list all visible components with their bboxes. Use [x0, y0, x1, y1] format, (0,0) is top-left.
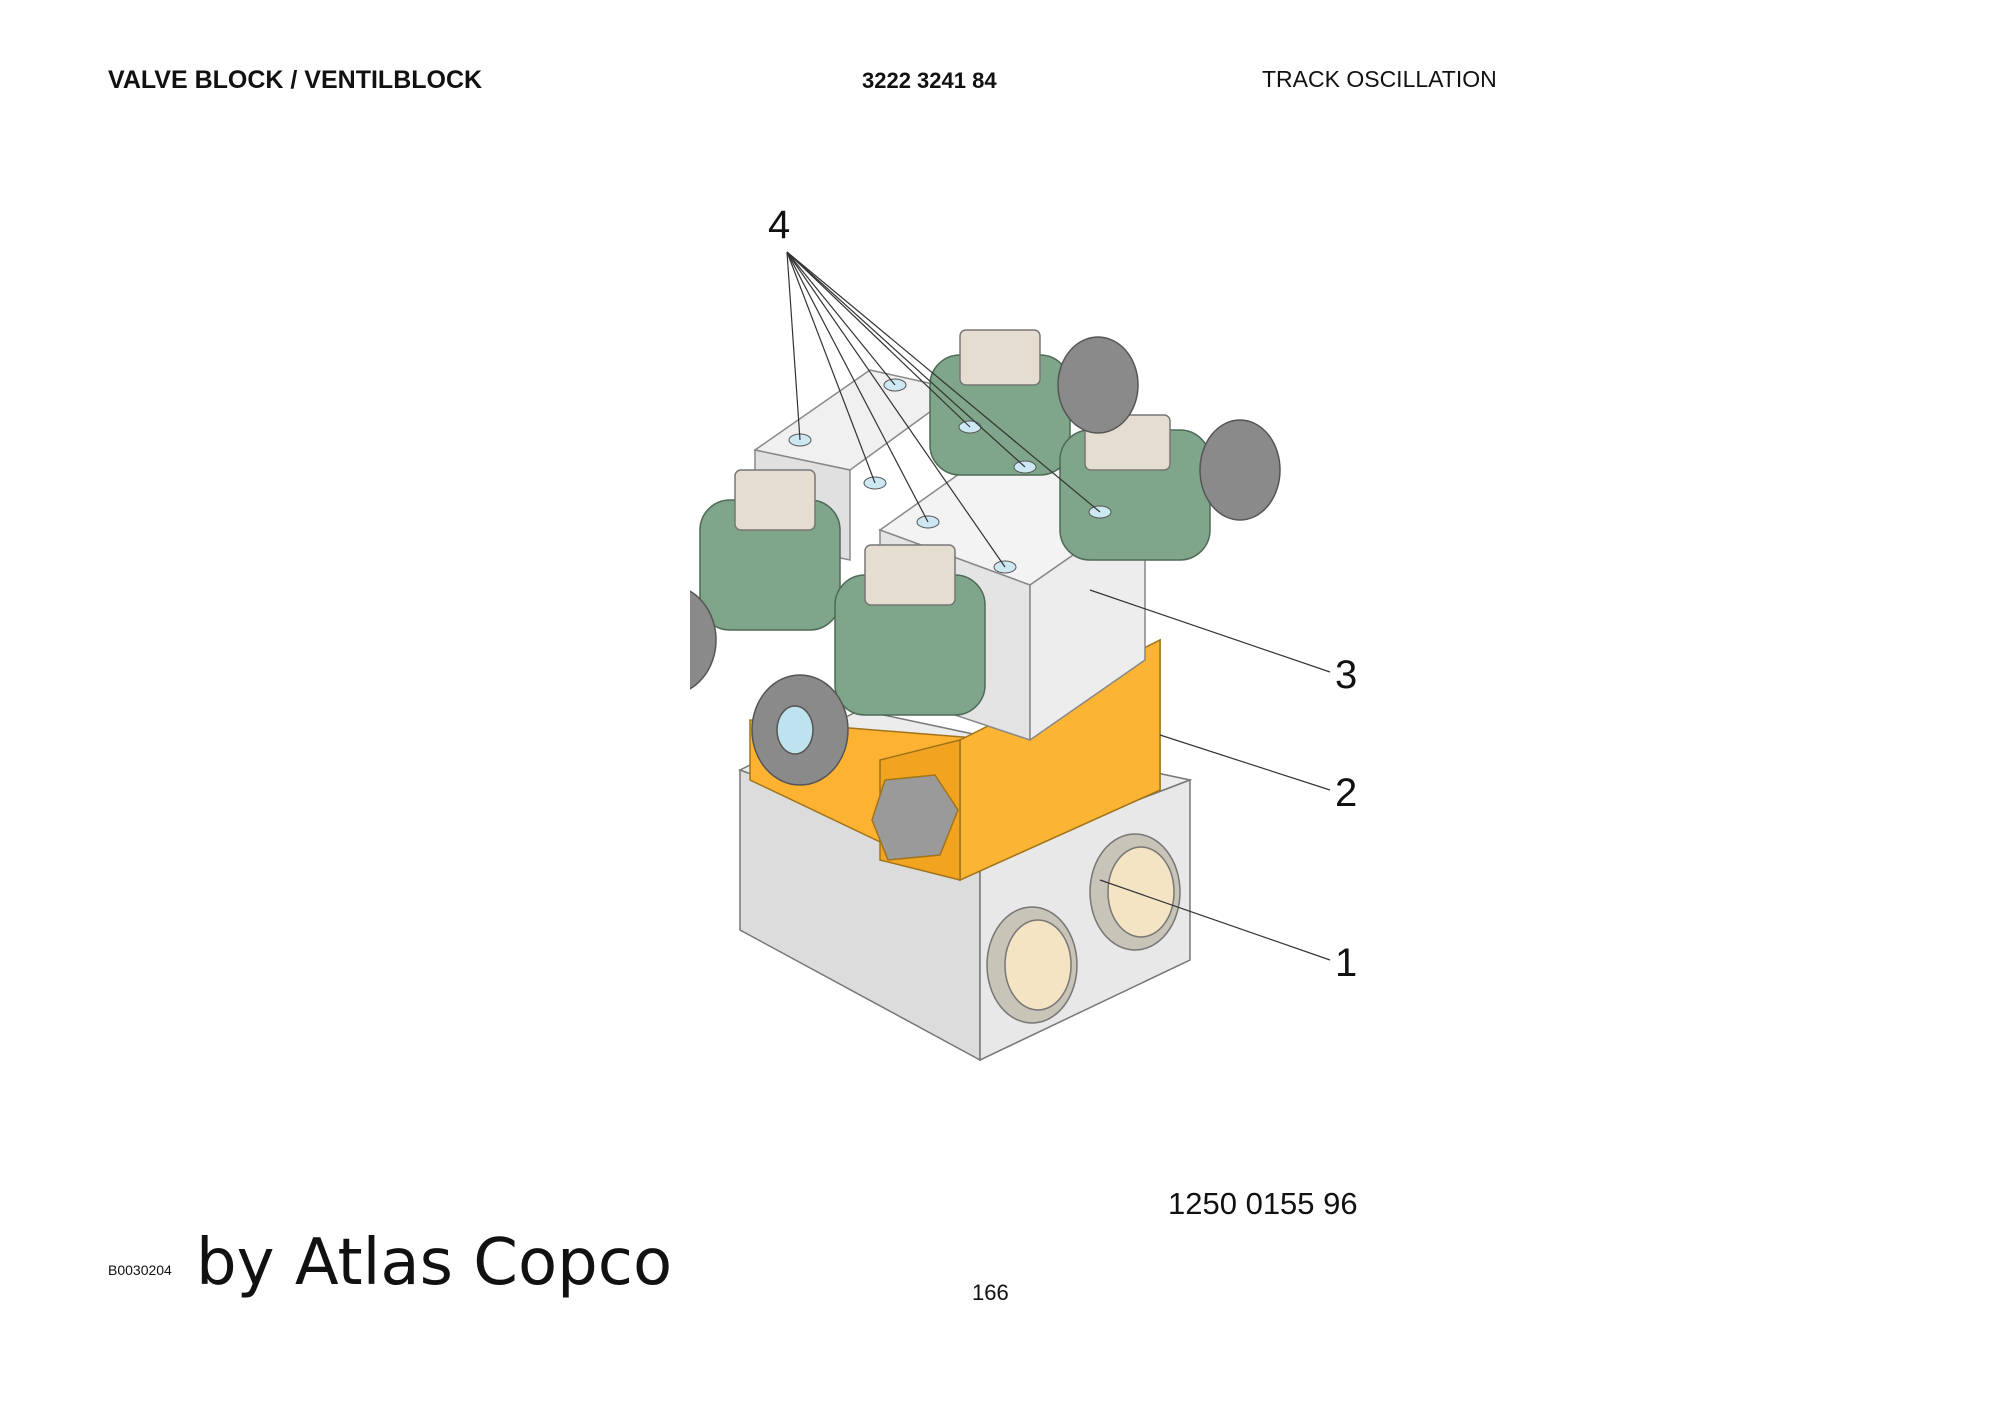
document-code: B0030204	[108, 1262, 172, 1278]
callout-labels: 4 3 2 1	[768, 203, 1357, 985]
callout-2: 2	[1335, 771, 1357, 815]
header-part-number: 3222 3241 84	[862, 68, 997, 93]
callout-1: 1	[1335, 941, 1357, 985]
callout-3: 3	[1335, 653, 1357, 697]
leader-lines	[786, 251, 1331, 961]
drawing-number: 1250 0155 96	[1168, 1186, 1358, 1221]
header-section: TRACK OSCILLATION	[1262, 66, 1497, 92]
brand-text: by Atlas Copco	[196, 1226, 673, 1300]
base-block	[738, 709, 1193, 1062]
orange-plate	[749, 638, 1161, 882]
coil-knobs	[690, 336, 1281, 786]
page-number: 166	[972, 1280, 1009, 1305]
header-title: VALVE BLOCK / VENTILBLOCK	[108, 66, 483, 94]
valve-block-illustration: 4 3 2 1	[690, 203, 1357, 1062]
callout-4: 4	[768, 203, 790, 247]
